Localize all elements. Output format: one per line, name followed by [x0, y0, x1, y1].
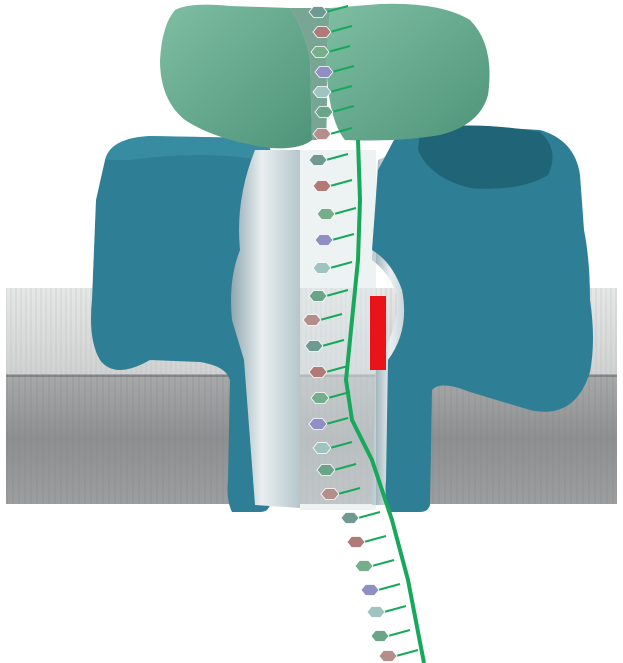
- amino-acid-residue: [311, 393, 329, 404]
- amino-acid-residue: [309, 419, 327, 430]
- amino-acid-residue: [313, 263, 331, 274]
- amino-acid-residue: [315, 67, 333, 78]
- amino-acid-residue: [367, 607, 385, 618]
- amino-acid-residue: [315, 235, 333, 246]
- amino-acid-residue: [313, 443, 331, 454]
- amino-acid-residue: [309, 291, 327, 302]
- amino-acid-residue: [313, 87, 331, 98]
- amino-acid-residue: [321, 489, 339, 500]
- amino-acid-residue: [305, 341, 323, 352]
- amino-acid-residue: [313, 129, 331, 140]
- amino-acid-residue: [347, 537, 365, 548]
- amino-acid-residue: [309, 367, 327, 378]
- amino-acid-residue: [379, 651, 397, 662]
- amino-acid-residue: [309, 155, 327, 166]
- amino-acid-residue: [313, 181, 331, 192]
- amino-acid-residue: [317, 209, 335, 220]
- amino-acid-residue: [303, 315, 321, 326]
- amino-acid-residue: [313, 27, 331, 38]
- amino-acid-residue: [361, 585, 379, 596]
- red-marker-bar: [370, 296, 386, 370]
- amino-acid-residue: [371, 631, 389, 642]
- amino-acid-residue: [311, 47, 329, 58]
- amino-acid-residue: [309, 7, 327, 18]
- amino-acid-residue: [355, 561, 373, 572]
- amino-acid-residue: [341, 513, 359, 524]
- amino-acid-residue: [315, 107, 333, 118]
- amino-acid-residue: [317, 465, 335, 476]
